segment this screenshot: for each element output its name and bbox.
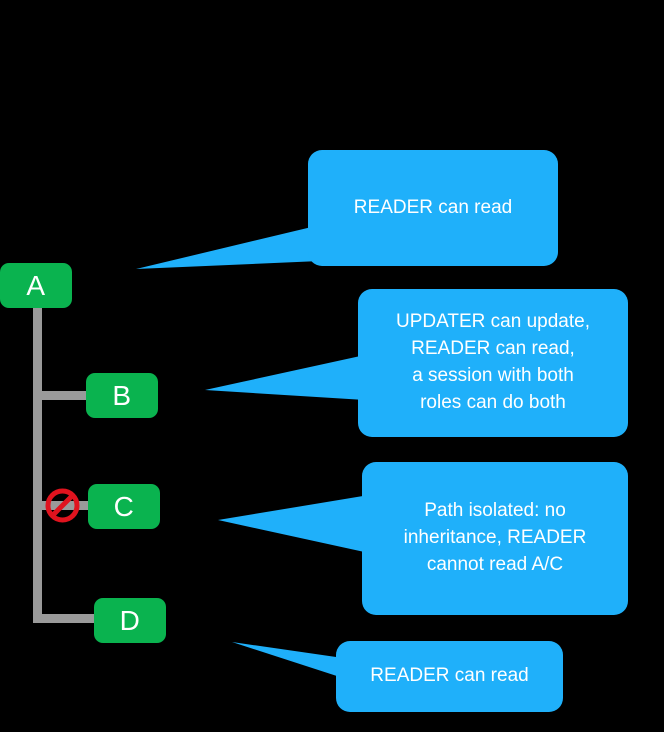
callout-d-text: READER can read — [370, 665, 529, 687]
callout-b-tail — [205, 355, 365, 400]
callout-c-line-1: Path isolated: no — [424, 500, 566, 522]
callout-b-line-3: a session with both — [412, 365, 574, 386]
node-a[interactable]: A — [0, 263, 72, 308]
callout-b-line-1: UPDATER can update, — [396, 311, 590, 333]
callout-c-text: Path isolated: no inheritance, READER ca… — [376, 498, 614, 579]
connector-branch-b — [33, 391, 89, 400]
callout-a: READER can read — [308, 150, 558, 266]
node-c-label: C — [113, 490, 135, 522]
callout-b-text: UPDATER can update, READER can read, a s… — [372, 309, 614, 417]
callout-c: Path isolated: no inheritance, READER ca… — [362, 462, 628, 615]
node-b[interactable]: B — [86, 373, 158, 418]
callout-d-tail — [232, 642, 343, 678]
connector-branch-d — [33, 614, 97, 623]
callout-b-line-4: roles can do both — [420, 391, 566, 413]
connector-trunk-vertical — [33, 305, 42, 623]
callout-a-tail — [136, 225, 320, 269]
node-c[interactable]: C — [88, 484, 160, 529]
node-d-label: D — [119, 604, 141, 636]
no-entry-icon — [44, 487, 81, 524]
callout-b: UPDATER can update, READER can read, a s… — [358, 289, 628, 437]
callout-c-line-3: cannot read A/C — [426, 553, 564, 575]
node-b-label: B — [112, 379, 132, 411]
callout-a-text: READER can read — [353, 196, 513, 218]
callout-b-line-2: READER can read, — [411, 338, 575, 360]
node-d[interactable]: D — [94, 598, 166, 643]
callout-c-tail — [218, 495, 369, 553]
callout-c-line-2: inheritance, READER — [403, 527, 587, 549]
node-a-label: A — [26, 269, 46, 301]
callout-d: READER can read — [336, 641, 563, 712]
